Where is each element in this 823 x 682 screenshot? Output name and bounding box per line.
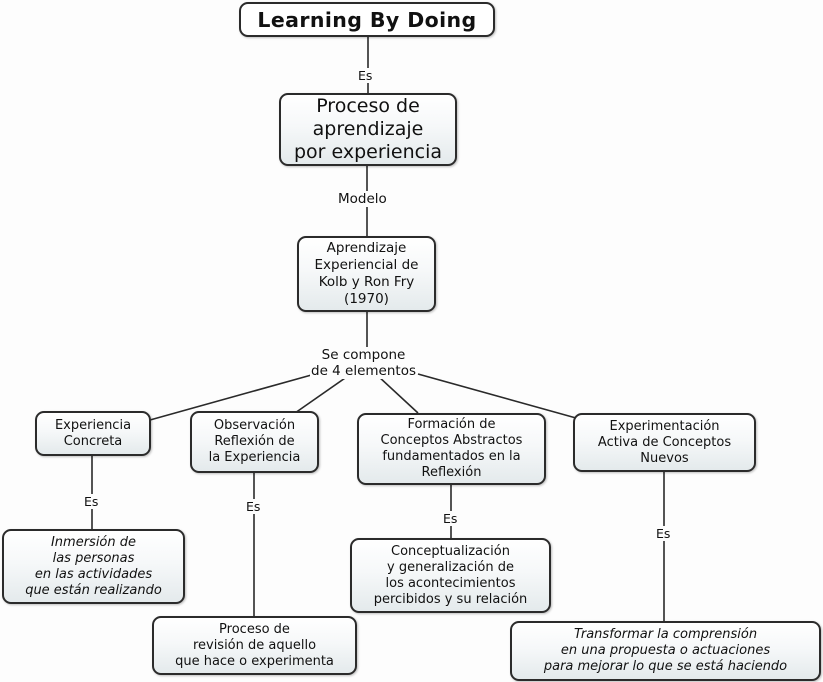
link-label-es-el1: Es — [83, 494, 100, 509]
concept-root[interactable]: Learning By Doing — [239, 2, 495, 37]
link-compose-el3 — [377, 375, 419, 414]
link-label-se-compone: Se compone de 4 elementos — [310, 347, 418, 379]
concept-kolb-model[interactable]: Aprendizaje Experiencial de Kolb y Ron F… — [297, 236, 436, 312]
concept-formacion-conceptos[interactable]: Formación de Conceptos Abstractos fundam… — [357, 413, 546, 485]
link-compose-el4 — [417, 373, 577, 419]
detail-conceptualizacion[interactable]: Conceptualización y generalización de lo… — [350, 538, 551, 613]
link-label-es-root: Es — [357, 68, 374, 83]
concept-label: Observación Reflexión de la Experiencia — [208, 418, 301, 465]
concept-process-label: Proceso de aprendizaje por experiencia — [293, 95, 443, 163]
detail-inmersion[interactable]: Inmersión de las personas en las activid… — [2, 529, 185, 604]
detail-transformar[interactable]: Transformar la comprensión en una propue… — [510, 621, 821, 681]
link-label-es-el2: Es — [245, 499, 262, 514]
detail-label: Inmersión de las personas en las activid… — [25, 534, 162, 598]
link-label-modelo: Modelo — [337, 191, 388, 207]
concept-label: Formación de Conceptos Abstractos fundam… — [380, 417, 523, 480]
concept-experimentacion-activa[interactable]: Experimentación Activa de Conceptos Nuev… — [573, 413, 756, 472]
concept-label: Experiencia Concreta — [54, 417, 132, 449]
detail-label: Proceso de revisión de aquello que hace … — [175, 621, 334, 669]
concept-root-label: Learning By Doing — [257, 7, 477, 32]
concept-kolb-label: Aprendizaje Experiencial de Kolb y Ron F… — [314, 240, 419, 307]
concept-process[interactable]: Proceso de aprendizaje por experiencia — [279, 93, 457, 166]
detail-proceso-revision[interactable]: Proceso de revisión de aquello que hace … — [152, 616, 357, 675]
link-compose-el2 — [294, 375, 349, 414]
detail-label: Conceptualización y generalización de lo… — [373, 543, 528, 607]
concept-label: Experimentación Activa de Conceptos Nuev… — [597, 418, 732, 466]
link-label-es-el3: Es — [442, 511, 459, 526]
concept-experiencia-concreta[interactable]: Experiencia Concreta — [35, 411, 151, 456]
link-compose-el1 — [149, 373, 316, 421]
concept-observacion-reflexion[interactable]: Observación Reflexión de la Experiencia — [190, 411, 319, 473]
detail-label: Transformar la comprensión en una propue… — [543, 627, 788, 674]
link-label-es-el4: Es — [655, 526, 672, 541]
